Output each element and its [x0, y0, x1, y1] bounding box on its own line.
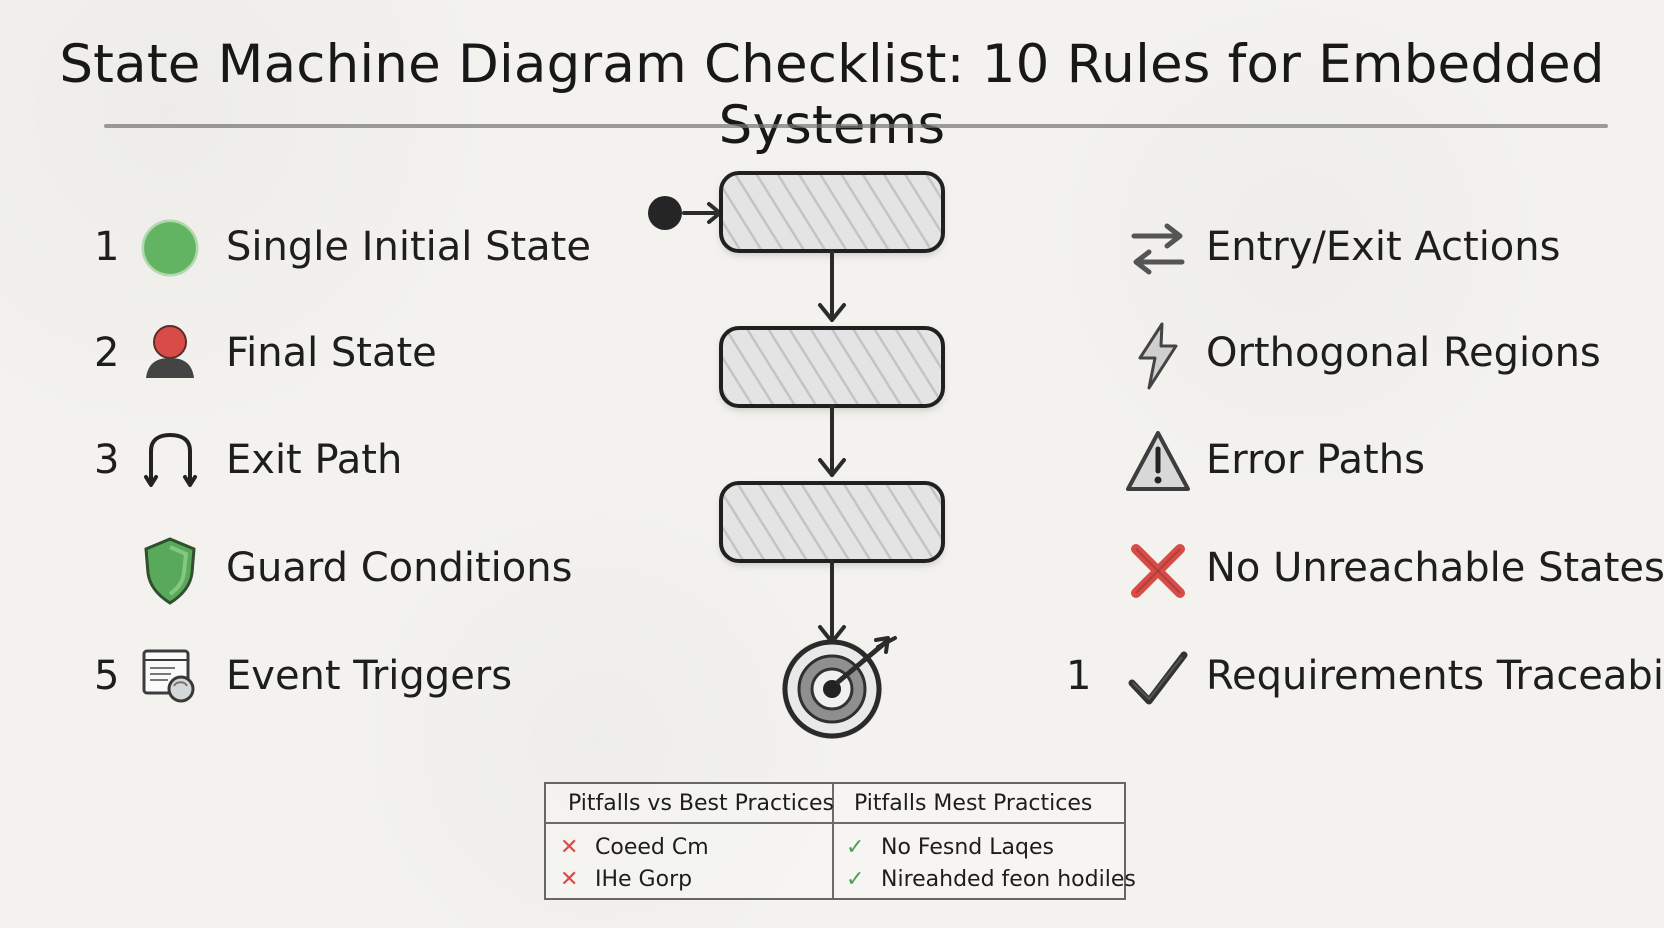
table-row-right-2: ✓ Nireahded feon hodiles — [846, 868, 1136, 898]
table-divider — [832, 784, 834, 898]
table-row-left-1: ✕ Coeed Cm — [560, 836, 709, 866]
table-row-right-1: ✓ No Fesnd Laqes — [846, 836, 1054, 866]
page-title: State Machine Diagram Checklist: 10 Rule… — [59, 34, 1605, 156]
right-rule-3: Error Paths — [1066, 427, 1626, 501]
checkmark-icon — [1122, 643, 1194, 715]
table-row-left-2: ✕ IHe Gorp — [560, 868, 692, 898]
state-flow-diagram — [648, 171, 945, 739]
table-cell: IHe Gorp — [595, 867, 693, 892]
transition-arrow-1 — [818, 249, 846, 322]
rule-label: Entry/Exit Actions — [1206, 224, 1561, 270]
transition-arrow-3 — [818, 559, 846, 644]
table-header — [546, 784, 1124, 824]
state-box-1 — [719, 171, 945, 253]
warning-icon — [1122, 427, 1194, 499]
left-rule-5: 5 Event Triggers — [94, 643, 614, 717]
rule-label: Final State — [226, 330, 437, 376]
rule-label: Single Initial State — [226, 224, 591, 270]
exit-loop-icon — [136, 427, 206, 497]
rule-label: Error Paths — [1206, 437, 1425, 483]
rule-label: Exit Path — [226, 437, 403, 483]
rule-label: Event Triggers — [226, 653, 513, 699]
swap-arrows-icon — [1122, 214, 1194, 286]
rule-number: 1 — [94, 224, 120, 270]
initial-node — [648, 196, 722, 230]
rule-label: Orthogonal Regions — [1206, 330, 1601, 376]
table-header-left: Pitfalls vs Best Practices — [568, 791, 834, 816]
lightning-icon — [1122, 320, 1194, 392]
green-circle-icon — [136, 214, 206, 284]
rule-label: Guard Conditions — [226, 545, 573, 591]
event-trigger-icon — [136, 643, 206, 713]
left-rule-1: 1 Single Initial State — [94, 214, 614, 288]
left-rule-4: Guard Conditions — [94, 535, 614, 609]
state-box-2 — [719, 326, 945, 408]
green-shield-icon — [136, 535, 206, 605]
title-underline — [104, 124, 1608, 128]
target-final-icon — [782, 636, 897, 739]
rule-label: No Unreachable States — [1206, 545, 1664, 591]
rule-number: 2 — [94, 330, 120, 376]
x-icon: ✕ — [560, 835, 579, 860]
checkmark-icon: ✓ — [846, 867, 865, 892]
table-cell: No Fesnd Laqes — [881, 835, 1054, 860]
right-rule-2: Orthogonal Regions — [1066, 320, 1626, 394]
rule-number: 1 — [1066, 653, 1092, 699]
left-rule-3: 3 Exit Path — [94, 427, 614, 501]
comparison-table: Pitfalls vs Best Practices Pitfalls Mest… — [544, 782, 1136, 900]
table-header-right: Pitfalls Mest Practices — [854, 791, 1093, 816]
right-rule-5: 1 Requirements Traceability — [1066, 643, 1664, 717]
rule-number: 3 — [94, 437, 120, 483]
table-cell: Coeed Cm — [595, 835, 709, 860]
right-rule-1: Entry/Exit Actions — [1066, 214, 1626, 288]
red-x-icon — [1122, 535, 1194, 607]
table-cell: Nireahded feon hodiles — [881, 867, 1136, 892]
rule-label: Requirements Traceability — [1206, 653, 1664, 699]
x-icon: ✕ — [560, 867, 579, 892]
transition-arrow-2 — [818, 404, 846, 477]
checkmark-icon: ✓ — [846, 835, 865, 860]
rule-number: 5 — [94, 653, 120, 699]
red-person-icon — [136, 320, 206, 390]
right-rule-4: No Unreachable States — [1066, 535, 1664, 609]
state-box-3 — [719, 481, 945, 563]
left-rule-2: 2 Final State — [94, 320, 614, 394]
